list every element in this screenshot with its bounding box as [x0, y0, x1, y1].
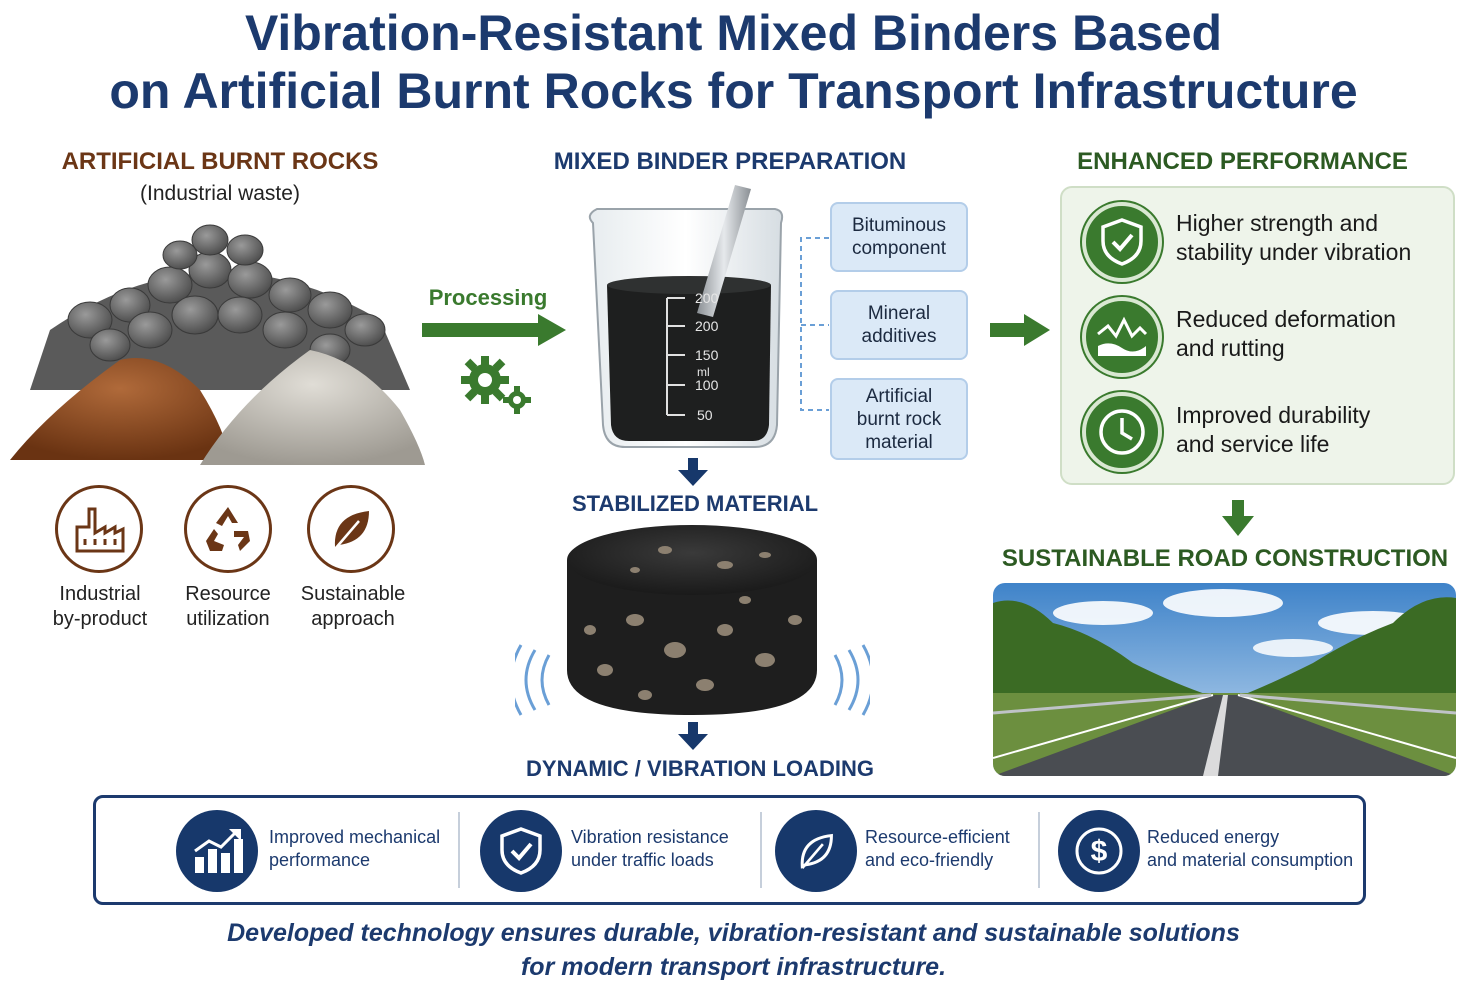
component-bracket: [800, 237, 829, 411]
burnt-rocks-heading: ARTIFICIAL BURNT ROCKS: [61, 148, 379, 175]
benefit-vibration: Vibration resistance under traffic loads: [571, 827, 729, 870]
enhanced-performance-heading: ENHANCED PERFORMANCE: [1077, 148, 1408, 175]
resource-utilization-label: Resource utilization: [185, 583, 271, 630]
benefit-mechanical: Improved mechanical performance: [269, 827, 441, 870]
stabilized-sample-illustration: [515, 525, 870, 716]
page-title-line1: Vibration-Resistant Mixed Binders Based: [244, 5, 1223, 61]
burnt-rocks-subheading: (Industrial waste): [140, 182, 300, 205]
svg-text:$: $: [1091, 835, 1108, 868]
down-arrow-icon: [678, 458, 708, 486]
beaker-mark: 100: [695, 377, 719, 393]
page-title-line2: on Artificial Burnt Rocks for Transport …: [109, 63, 1358, 119]
gears-icon: [461, 356, 531, 414]
road-photo-illustration: [993, 583, 1456, 776]
leaf-icon: [775, 810, 857, 892]
down-arrow-icon: [678, 722, 708, 750]
beaker-mark: 50: [697, 407, 713, 423]
deformation-icon: [1082, 297, 1162, 377]
leaf-icon: [307, 485, 395, 573]
clock-icon: [1082, 392, 1162, 472]
perf-item-durability: Improved durability and service life: [1176, 402, 1371, 457]
recycle-icon: [184, 485, 272, 573]
beaker-unit: ml: [697, 365, 710, 379]
processing-arrow: [422, 314, 566, 346]
perf-item-strength: Higher strength and stability under vibr…: [1176, 210, 1412, 265]
shield-check-icon: [480, 810, 562, 892]
divider: [1038, 812, 1040, 888]
beaker-mark: 200: [695, 290, 719, 306]
divider: [458, 812, 460, 888]
footer-line1: Developed technology ensures durable, vi…: [227, 919, 1240, 947]
shield-check-icon: [1082, 202, 1162, 282]
dollar-icon: $: [1058, 810, 1140, 892]
beaker-illustration: 200 200 150 ml 100 50: [588, 185, 784, 448]
factory-icon: [55, 485, 143, 573]
growth-chart-icon: [176, 810, 258, 892]
benefits-panel: [93, 795, 1366, 905]
vibration-loading-label: DYNAMIC / VIBRATION LOADING: [526, 756, 874, 781]
rock-pile-illustration: [10, 224, 425, 465]
down-arrow-icon: [1222, 500, 1254, 536]
road-construction-heading: SUSTAINABLE ROAD CONSTRUCTION: [1001, 545, 1449, 572]
perf-item-deformation: Reduced deformation and rutting: [1176, 306, 1396, 361]
benefit-eco: Resource-efficient and eco-friendly: [865, 827, 1010, 870]
stabilized-material-label: STABILIZED MATERIAL: [571, 491, 819, 516]
benefit-energy: Reduced energy and material consumption: [1147, 827, 1354, 870]
footer-line2: for modern transport infrastructure.: [520, 953, 947, 981]
performance-arrow: [990, 314, 1050, 346]
beaker-mark: 200: [695, 318, 719, 334]
processing-label: Processing: [428, 285, 548, 310]
beaker-mark: 150: [695, 347, 719, 363]
industrial-byproduct-label: Industrial by-product: [52, 583, 148, 630]
binder-preparation-heading: MIXED BINDER PREPARATION: [553, 148, 907, 175]
divider: [760, 812, 762, 888]
sustainable-approach-label: Sustainable approach: [300, 583, 406, 630]
